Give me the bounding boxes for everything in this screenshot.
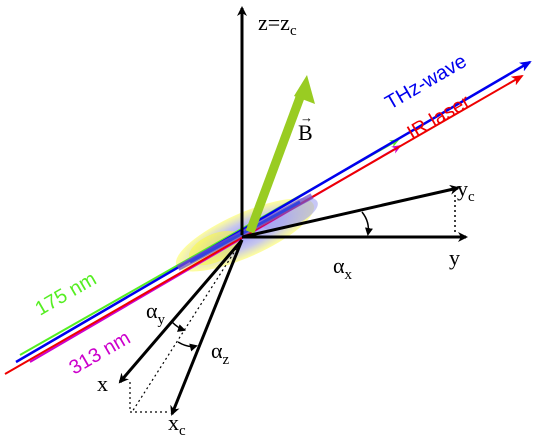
alpha-x-label: αx [333, 253, 353, 283]
alpha-z-arc [177, 341, 198, 352]
z-axis-label: z=zc [258, 10, 297, 39]
yc-axis [241, 184, 460, 239]
b-field-arrow [245, 75, 315, 234]
x-axis [118, 239, 244, 384]
xc-axis-label: xc [168, 410, 186, 438]
b-field-vector-mark: → [300, 110, 313, 125]
alpha-y-arc [171, 321, 186, 332]
alpha-z-label: αz [211, 338, 230, 368]
b-field-label: B [298, 120, 313, 145]
alpha-x-arc [361, 211, 373, 236]
beam-175nm-label: 175 nm [32, 268, 101, 320]
x-axis-label: x [97, 371, 108, 396]
xc-axis [170, 239, 244, 416]
yc-axis-label: yc [457, 176, 475, 205]
alpha-y-label: αy [146, 298, 166, 328]
thz-wave-line [15, 60, 532, 364]
y-axis-label: y [449, 245, 460, 270]
